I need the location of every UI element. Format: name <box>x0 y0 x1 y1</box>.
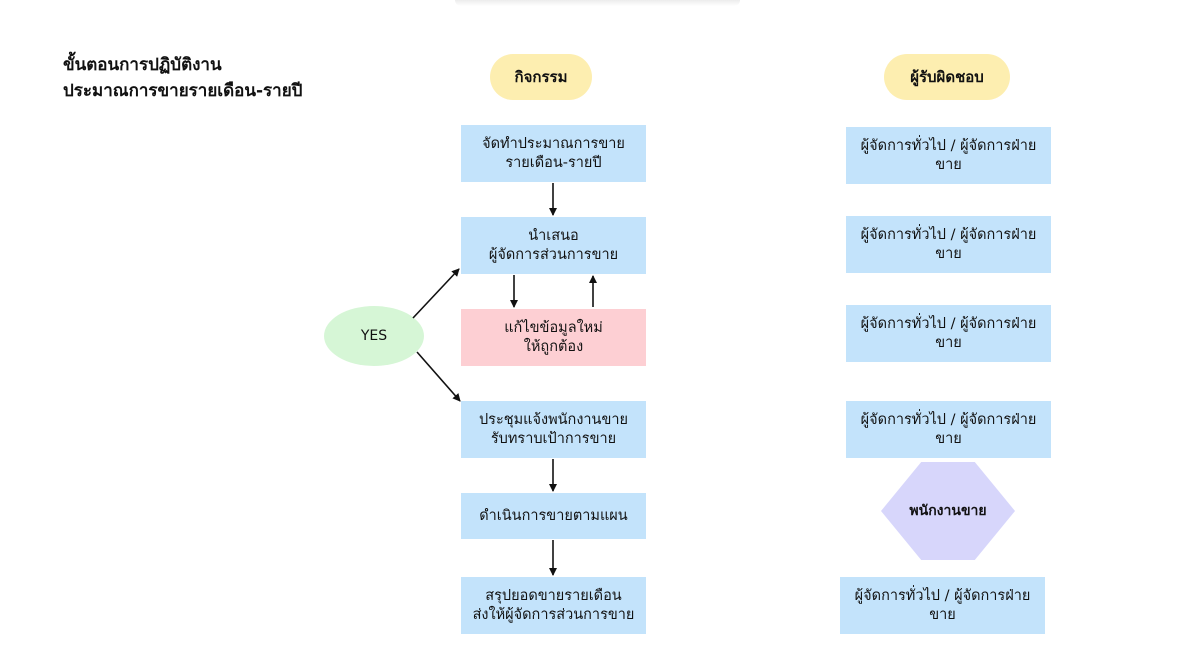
responsible-label: ขาย <box>935 245 962 262</box>
page-title-line2: ประมาณการขายรายเดือน-รายปี <box>63 81 303 101</box>
responsible-label: ผู้จัดการทั่วไป / ผู้จัดการฝ่าย <box>860 315 1037 332</box>
activity-step-meeting-sales-staff: ประชุมแจ้งพนักงานขาย รับทราบเป้าการขาย <box>461 401 646 458</box>
responsible-label: ผู้จัดการทั่วไป / ผู้จัดการฝ่าย <box>860 411 1037 428</box>
activity-step-correct-data: แก้ไขข้อมูลใหม่ ให้ถูกต้อง <box>461 309 646 366</box>
activity-step-label: ผู้จัดการส่วนการขาย <box>488 246 619 263</box>
activity-step-label: จัดทำประมาณการขาย <box>482 135 625 152</box>
responsible-label: ผู้จัดการทั่วไป / ผู้จัดการฝ่าย <box>860 137 1037 154</box>
activity-step-label: แก้ไขข้อมูลใหม่ <box>504 319 603 336</box>
responsible-label: ผู้จัดการทั่วไป / ผู้จัดการฝ่าย <box>860 226 1037 243</box>
activity-step-label: ให้ถูกต้อง <box>523 338 584 355</box>
responsible-header: ผู้รับผิดชอบ <box>884 54 1010 100</box>
top-panel-shadow <box>455 0 740 6</box>
activity-step-label: ดำเนินการขายตามแผน <box>479 507 628 524</box>
responsible-label: ผู้จัดการทั่วไป / ผู้จัดการฝ่าย <box>854 587 1031 604</box>
activity-step-present-to-manager: นำเสนอ ผู้จัดการส่วนการขาย <box>461 217 646 274</box>
responsible-label: ขาย <box>929 606 956 623</box>
activity-step-label: รับทราบเป้าการขาย <box>490 430 617 447</box>
activity-header: กิจกรรม <box>490 54 592 100</box>
responsible-step-3: ผู้จัดการทั่วไป / ผู้จัดการฝ่าย ขาย <box>846 305 1051 362</box>
arrow-yes-to-step4 <box>416 351 461 402</box>
activity-step-label: สรุปยอดขายรายเดือน <box>485 587 622 604</box>
responsible-label: ขาย <box>935 156 962 173</box>
activity-step-monthly-summary: สรุปยอดขายรายเดือน ส่งให้ผู้จัดการส่วนกา… <box>461 577 646 634</box>
activity-step-label: ส่งให้ผู้จัดการส่วนการขาย <box>472 606 635 623</box>
responsible-step-1: ผู้จัดการทั่วไป / ผู้จัดการฝ่าย ขาย <box>846 127 1051 184</box>
page-title: ขั้นตอนการปฏิบัติงาน ประมาณการขายรายเดือ… <box>63 52 383 104</box>
responsible-label: ขาย <box>935 334 962 351</box>
responsible-label: ขาย <box>935 430 962 447</box>
decision-yes: YES <box>324 306 424 366</box>
responsible-step-4: ผู้จัดการทั่วไป / ผู้จัดการฝ่าย ขาย <box>846 401 1051 458</box>
responsible-step-2: ผู้จัดการทั่วไป / ผู้จัดการฝ่าย ขาย <box>846 216 1051 273</box>
activity-step-label: รายเดือน-รายปี <box>505 154 602 171</box>
activity-step-execute-plan: ดำเนินการขายตามแผน <box>461 493 646 539</box>
activity-step-label: ประชุมแจ้งพนักงานขาย <box>478 411 629 428</box>
responsible-step-6: ผู้จัดการทั่วไป / ผู้จัดการฝ่าย ขาย <box>840 577 1045 634</box>
arrow-yes-to-step2 <box>412 268 460 319</box>
activity-step-label: นำเสนอ <box>528 227 579 244</box>
page-title-line1: ขั้นตอนการปฏิบัติงาน <box>63 55 222 75</box>
activity-step-prepare-forecast: จัดทำประมาณการขาย รายเดือน-รายปี <box>461 125 646 182</box>
